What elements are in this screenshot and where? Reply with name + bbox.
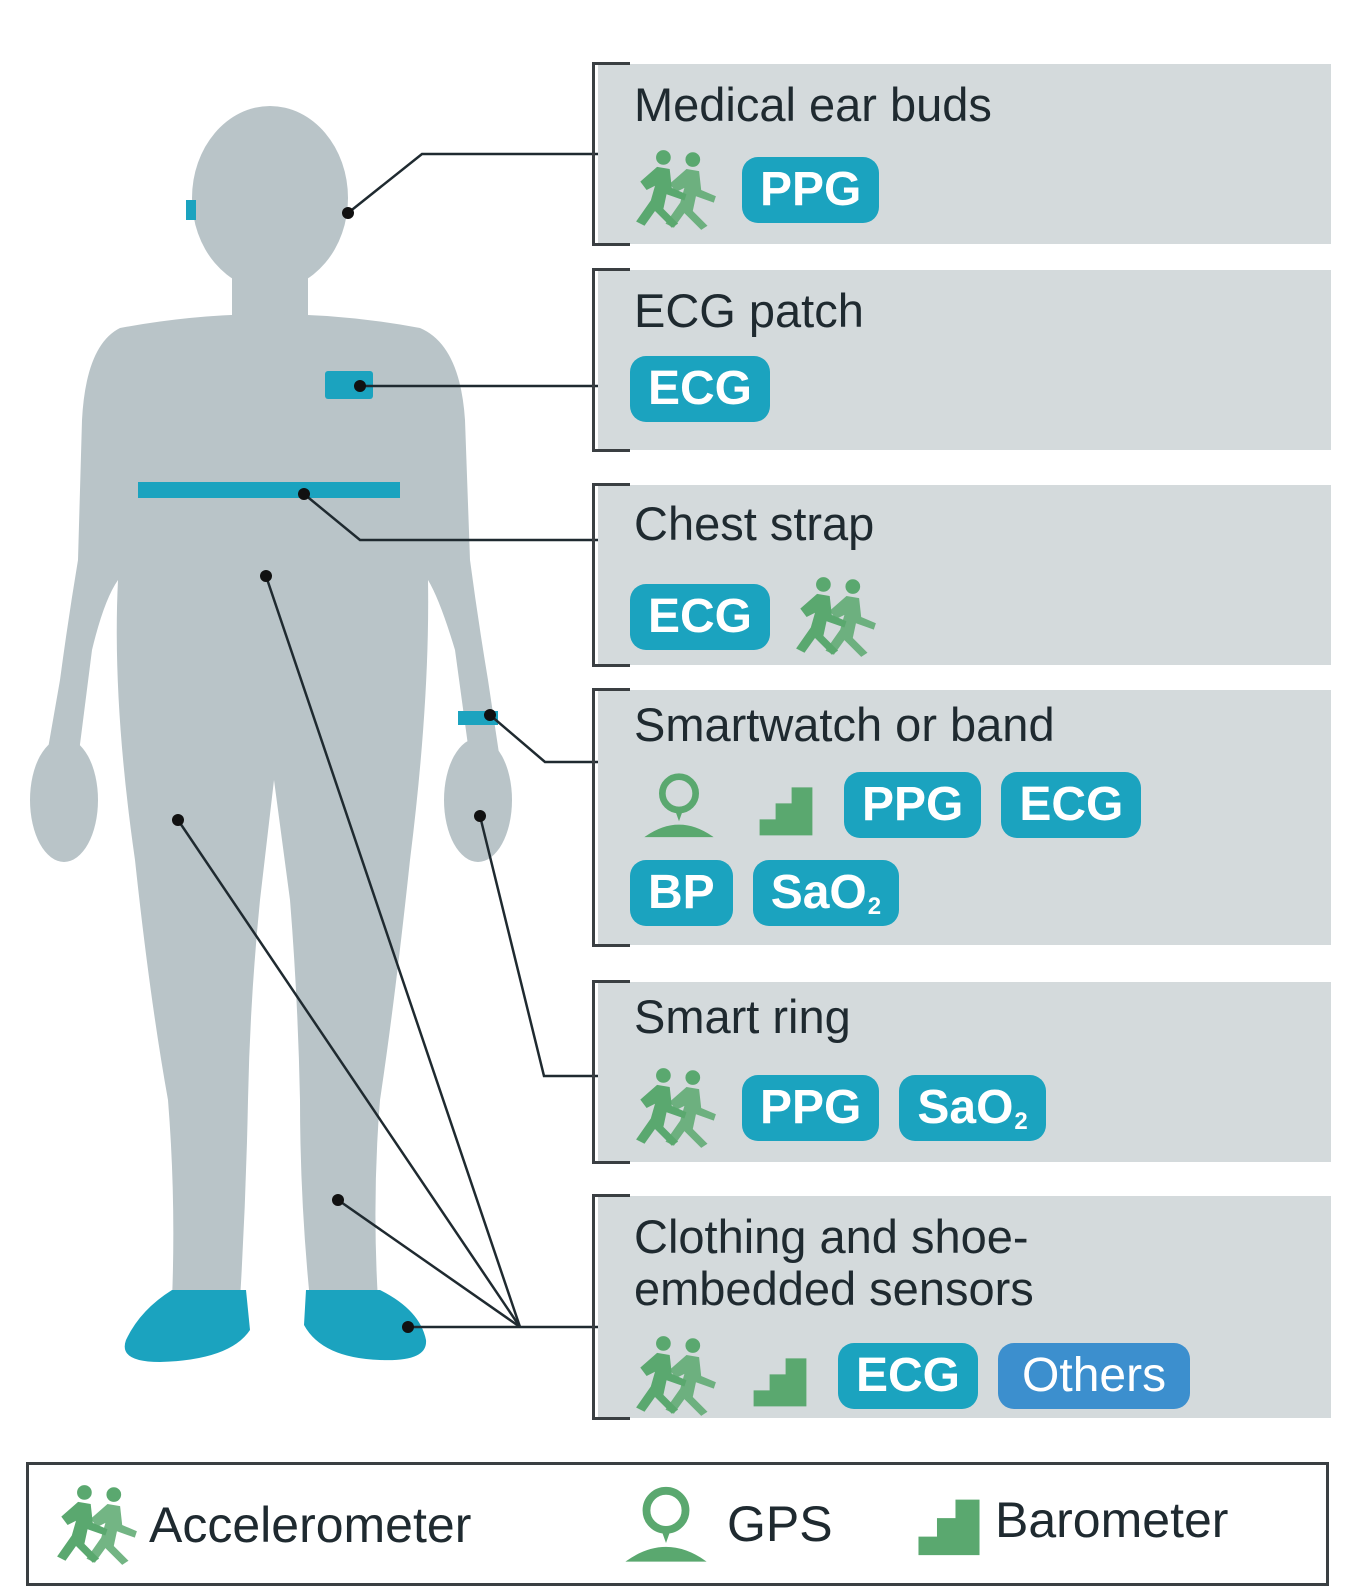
panel-bracket <box>592 483 630 667</box>
panel-bracket <box>592 62 630 246</box>
panel-title: Medical ear buds <box>634 78 992 132</box>
chip-ppg: PPG <box>742 157 879 223</box>
chip-ppg: PPG <box>742 1075 879 1141</box>
legend-label: Barometer <box>995 1491 1228 1549</box>
legend-item-barometer: Barometer <box>909 1483 1228 1557</box>
barometer-icon <box>742 1344 818 1408</box>
legend-label: Accelerometer <box>149 1496 471 1554</box>
legend-label: GPS <box>727 1495 833 1553</box>
device-panel-clothing: Clothing and shoe- embedded sensors ECG … <box>598 1196 1331 1418</box>
panel-title-line1: Clothing and shoe- <box>634 1210 1029 1264</box>
accelerometer-icon <box>51 1483 143 1567</box>
panel-bracket <box>592 980 630 1164</box>
device-panel-chest-strap: Chest strap ECG <box>598 485 1331 665</box>
panel-bracket <box>592 268 630 452</box>
chip-others: Others <box>998 1343 1190 1409</box>
accelerometer-icon <box>790 575 882 659</box>
barometer-icon <box>909 1483 989 1557</box>
gps-icon <box>611 1483 721 1565</box>
chip-sao2-text: SaO <box>771 860 867 926</box>
device-panel-ear-buds: Medical ear buds PPG <box>598 64 1331 244</box>
chip-ecg: ECG <box>630 356 770 422</box>
barometer-icon <box>748 773 824 837</box>
chip-bp: BP <box>630 860 733 926</box>
chip-ecg: ECG <box>630 584 770 650</box>
left-shoe-sensor <box>125 1290 250 1362</box>
panel-title-line2: embedded sensors <box>634 1262 1034 1316</box>
panel-title: ECG patch <box>634 284 864 338</box>
panel-title: Smartwatch or band <box>634 698 1055 752</box>
panel-title: Chest strap <box>634 497 874 551</box>
panel-title: Smart ring <box>634 990 851 1044</box>
panel-bracket <box>592 688 630 947</box>
chest-strap-sensor <box>138 482 400 498</box>
panel-bracket <box>592 1194 630 1420</box>
body-silhouette <box>30 106 512 1300</box>
chip-ecg: ECG <box>1001 772 1141 838</box>
legend-item-gps: GPS <box>611 1483 833 1565</box>
chip-ppg: PPG <box>844 772 981 838</box>
ear-bud-sensor <box>186 200 196 220</box>
legend-item-accelerometer: Accelerometer <box>51 1483 471 1567</box>
accelerometer-icon <box>630 148 722 232</box>
accelerometer-icon <box>630 1334 722 1418</box>
accelerometer-icon <box>630 1066 722 1150</box>
legend: Accelerometer GPS Barometer <box>26 1462 1329 1586</box>
chip-sao2-text: SaO <box>917 1075 1013 1141</box>
chip-ecg: ECG <box>838 1343 978 1409</box>
gps-icon <box>630 770 728 840</box>
device-panel-ecg-patch: ECG patch ECG <box>598 270 1331 450</box>
